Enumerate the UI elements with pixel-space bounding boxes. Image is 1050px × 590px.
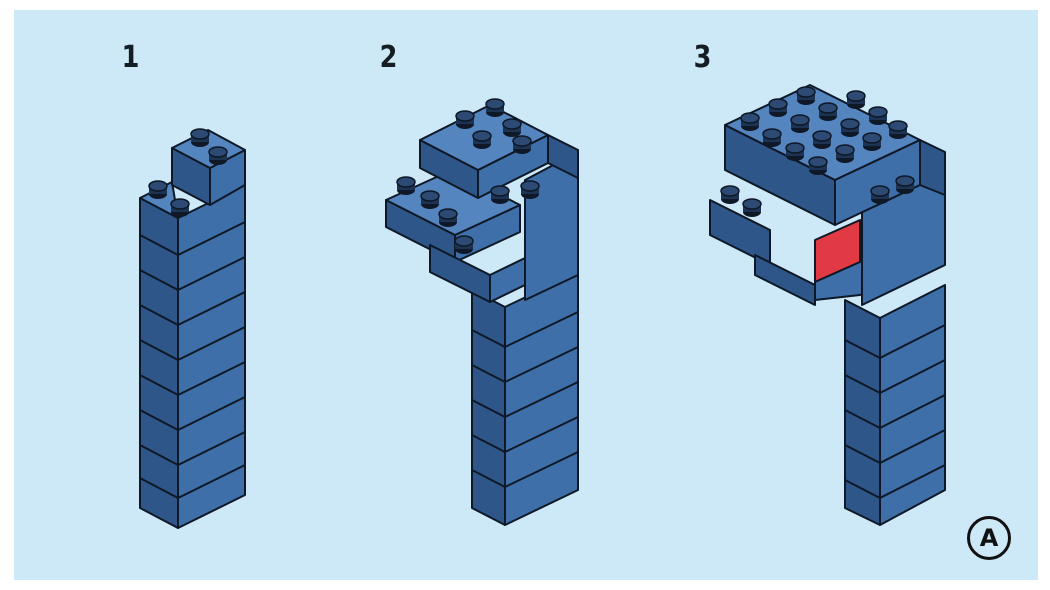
step-2-model bbox=[386, 105, 578, 525]
figure-label-badge: A bbox=[967, 516, 1011, 560]
step-3-model bbox=[710, 85, 945, 525]
